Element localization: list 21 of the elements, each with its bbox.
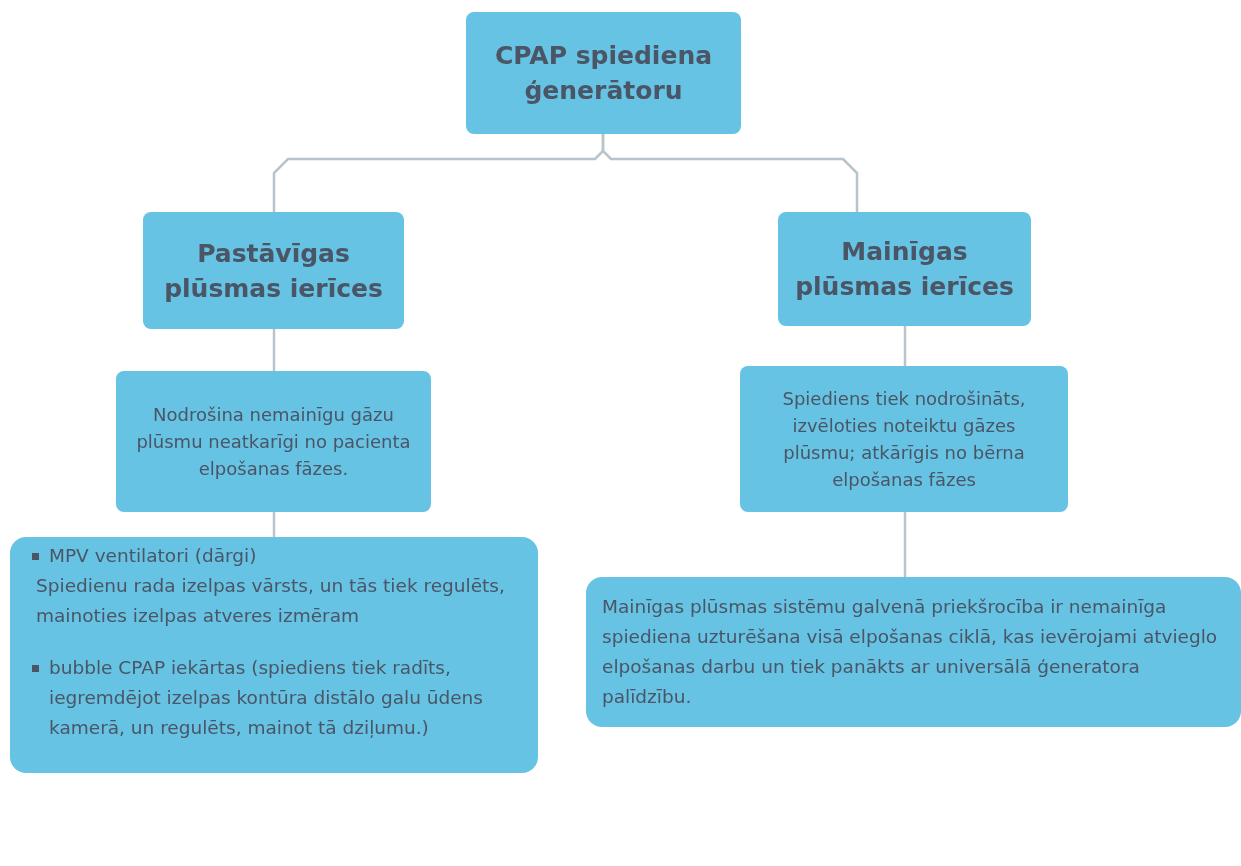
- box-text: Nodrošina nemainīgu gāzu plūsmu neatkarīgi no pacienta elpošanas fāzes.: [135, 403, 412, 481]
- category-box: [143, 212, 404, 329]
- box-title: CPAP spiediena ģenerātoru: [493, 40, 714, 107]
- connector-line: [903, 326, 907, 366]
- connector-line: [272, 512, 276, 537]
- category-box: [466, 12, 741, 134]
- text-box: [10, 537, 538, 773]
- connector-line: [601, 134, 859, 212]
- box-title: Mainīgas plūsmas ierīces: [794, 236, 1015, 303]
- box-text: Spiediens tiek nodrošināts, izvēloties noteiktu gāzes plūsmu; atkārīgis no bērna elpošanas fāzes: [781, 387, 1027, 492]
- box-title: Pastāvīgas plūsmas ierīces: [163, 237, 384, 305]
- connector-line: [272, 329, 276, 371]
- box-text: Mainīgas plūsmas sistēmu galvenā priekšrocība ir nemainīga spiediena uzturēšana visā elpošanas ciklā, kas ievērojami atvieglo elpošanas darbu un tiek panākts ar universālā ģeneratora palīdzību.: [602, 595, 1219, 709]
- bullet-text: bubble CPAP iekārtas (spiediens tiek radīts, iegremdējot izelpas kontūra distālo galu ūdens kamerā, un regulēts, mainot tā dziļumu.): [49, 656, 484, 740]
- text-box: [116, 371, 431, 512]
- text-box: [586, 577, 1241, 727]
- bullet-text: MPV ventilatori (dārgi): [49, 544, 257, 568]
- text-box: [740, 366, 1068, 512]
- category-box: [778, 212, 1031, 326]
- bullet-text: Spiedienu rada izelpas vārsts, un tās tiek regulēts, mainoties izelpas atveres izmēram: [35, 574, 506, 628]
- connector-line: [903, 512, 907, 577]
